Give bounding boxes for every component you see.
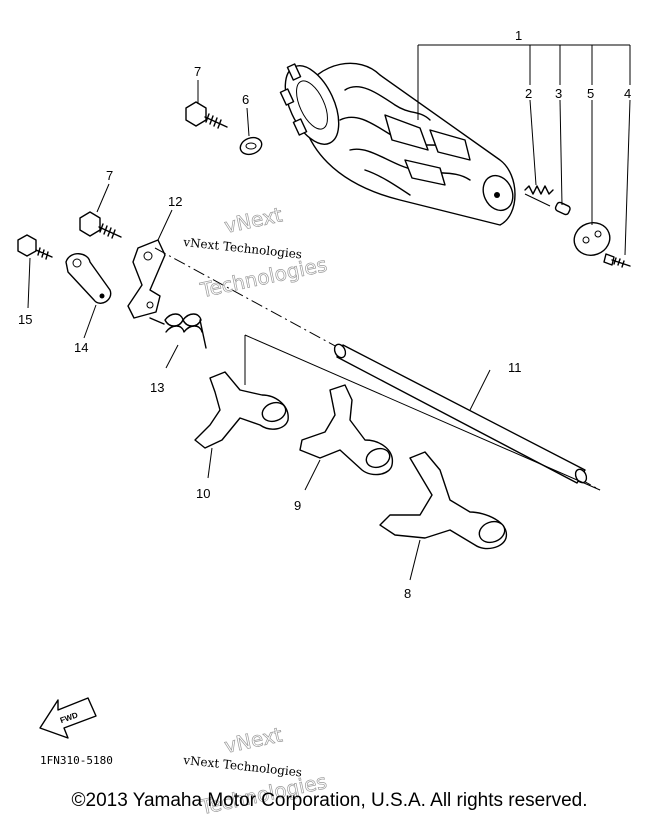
callout-3: 3 [555, 86, 562, 101]
callout-13: 13 [150, 380, 164, 395]
watermark-outline-1a: vNext [222, 202, 284, 238]
lever-part-14 [65, 253, 112, 339]
bolt-part-15 [17, 234, 53, 309]
fwd-arrow-icon: FWD [39, 697, 97, 739]
callout-4: 4 [624, 86, 631, 101]
callout-12: 12 [168, 194, 182, 209]
callout-5: 5 [587, 86, 594, 101]
shift-drum [279, 62, 516, 226]
shift-fork-part-10 [194, 371, 289, 479]
diagram-code: 1FN310-5180 [40, 754, 113, 767]
callout-9: 9 [294, 498, 301, 513]
fork-bracket [244, 334, 601, 491]
watermark-company-1: vNext Technologies [182, 235, 303, 261]
copyright-notice: ©2013 Yamaha Motor Corporation, U.S.A. A… [71, 790, 588, 811]
watermark-outline-1b: Technologies [197, 252, 329, 302]
callout-2: 2 [525, 86, 532, 101]
callout-11: 11 [508, 360, 522, 375]
watermark-outline-2a: vNext [222, 722, 284, 758]
fork-shaft-part-11 [333, 343, 588, 484]
callout-7-upper: 7 [194, 64, 201, 79]
callout-7-lower: 7 [106, 168, 113, 183]
stopper-plate-part-12 [127, 209, 173, 319]
callout-15: 15 [18, 312, 32, 327]
washer-part-6 [239, 107, 263, 156]
callout-6: 6 [242, 92, 249, 107]
shift-fork-part-8 [379, 451, 507, 581]
callout-10: 10 [196, 486, 210, 501]
spring-part-2 [524, 185, 554, 207]
bolt-part-7-lower [79, 183, 122, 239]
watermark-company-2: vNext Technologies [182, 753, 303, 779]
callout-14: 14 [74, 340, 88, 355]
callout-bracket-1 [417, 44, 631, 256]
callout-1: 1 [515, 28, 522, 43]
shift-fork-part-9 [299, 384, 394, 491]
callout-8: 8 [404, 586, 411, 601]
screw-part-4 [603, 253, 631, 268]
plate-part-5 [573, 222, 611, 256]
bolt-part-7-upper [185, 80, 228, 129]
spring-part-13 [149, 313, 207, 369]
pin-part-3 [554, 201, 571, 216]
